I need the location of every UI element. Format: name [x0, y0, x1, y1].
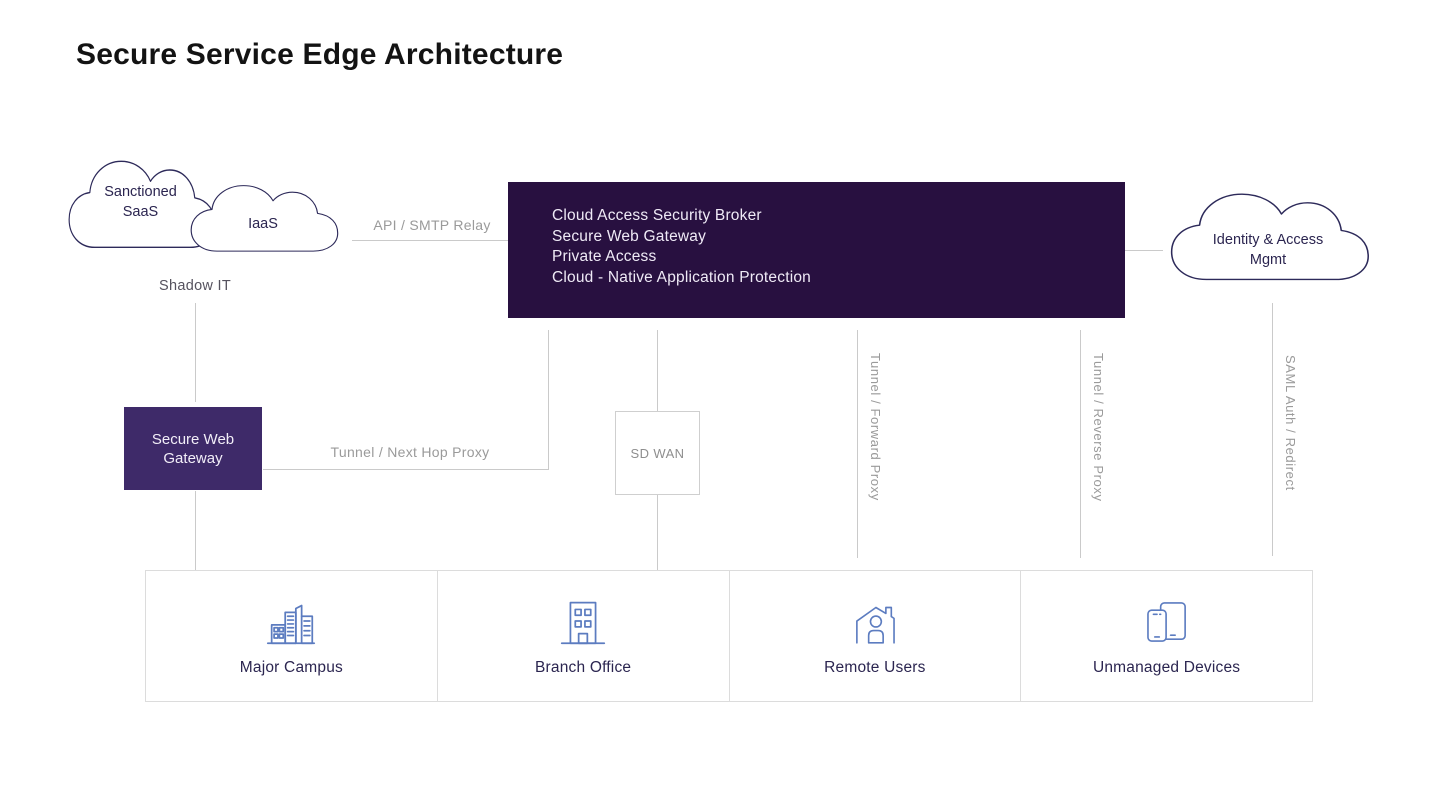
cloud-icon	[1170, 193, 1369, 281]
tunnel-reverse-proxy-label: Tunnel / Reverse Proxy	[1091, 353, 1106, 502]
iaas-cloud: IaaS	[184, 177, 342, 263]
connector-swg-campus-line	[195, 491, 196, 570]
endpoint-branch-office: Branch Office	[436, 571, 729, 701]
endpoint-label: Branch Office	[535, 659, 632, 676]
cloud-label: Sanctioned SaaS	[62, 182, 219, 222]
cloud-label: IaaS	[184, 214, 342, 234]
page-title: Secure Service Edge Architecture	[76, 38, 564, 71]
connector-forward-proxy-line	[857, 330, 858, 558]
tunnel-next-hop-label: Tunnel / Next Hop Proxy	[330, 444, 490, 460]
endpoint-remote-users: Remote Users	[728, 571, 1021, 701]
sse-service-swg: Secure Web Gateway	[552, 227, 707, 245]
tunnel-forward-proxy-label: Tunnel / Forward Proxy	[868, 353, 883, 501]
sanctioned-saas-cloud: Sanctioned SaaS	[62, 150, 219, 263]
endpoint-label: Unmanaged Devices	[1092, 659, 1241, 676]
secure-web-gateway-box: Secure Web Gateway	[124, 407, 262, 490]
sse-service-casb: Cloud Access Security Broker	[552, 207, 762, 224]
connector-sdwan-branch-line	[657, 495, 658, 570]
swg-label-line: Secure Web	[151, 430, 235, 448]
cloud-label: Identity & Access Mgmt	[1162, 230, 1374, 270]
endpoint-label: Major Campus	[239, 659, 343, 676]
sd-wan-box: SD WAN	[615, 411, 700, 495]
person-in-house-icon	[846, 593, 904, 651]
sd-wan-label: SD WAN	[630, 445, 685, 461]
connector-sse-down-line	[548, 330, 549, 470]
endpoint-label: Remote Users	[824, 659, 926, 676]
sse-service-cnap: Cloud - Native Application Protection	[552, 268, 811, 286]
endpoint-major-campus: Major Campus	[146, 571, 437, 701]
connector-reverse-proxy-line	[1080, 330, 1081, 558]
cloud-label-line: SaaS	[122, 204, 159, 220]
sse-service-private-access: Private Access	[552, 248, 657, 265]
connector-sse-sdwan-line	[657, 330, 658, 412]
connector-sse-idp-line	[1125, 250, 1163, 251]
cloud-label-line: Sanctioned	[104, 184, 177, 200]
shadow-it-label: Shadow IT	[159, 278, 232, 294]
api-smtp-relay-label: API / SMTP Relay	[373, 217, 491, 233]
cloud-label-line: Mgmt	[1249, 252, 1287, 268]
cloud-icon	[190, 185, 339, 252]
swg-label-line: Gateway	[163, 449, 223, 467]
identity-access-cloud: Identity & Access Mgmt	[1162, 183, 1374, 295]
connector-shadowit-swg-line	[195, 303, 196, 402]
mobile-devices-icon	[1138, 593, 1196, 651]
endpoint-row: Major Campus Branch Office	[145, 570, 1313, 702]
sse-services-box: Cloud Access Security Broker Secure Web …	[508, 182, 1125, 318]
city-buildings-icon	[262, 593, 320, 651]
saml-auth-redirect-label: SAML Auth / Redirect	[1283, 355, 1298, 491]
connector-next-hop-line	[263, 469, 549, 470]
cloud-label-line: IaaS	[248, 216, 278, 232]
office-building-icon	[554, 593, 612, 651]
cloud-label-line: Identity & Access	[1212, 232, 1324, 248]
connector-api-smtp-line	[352, 240, 508, 241]
endpoint-unmanaged-devices: Unmanaged Devices	[1020, 571, 1312, 701]
connector-saml-line	[1272, 303, 1273, 556]
